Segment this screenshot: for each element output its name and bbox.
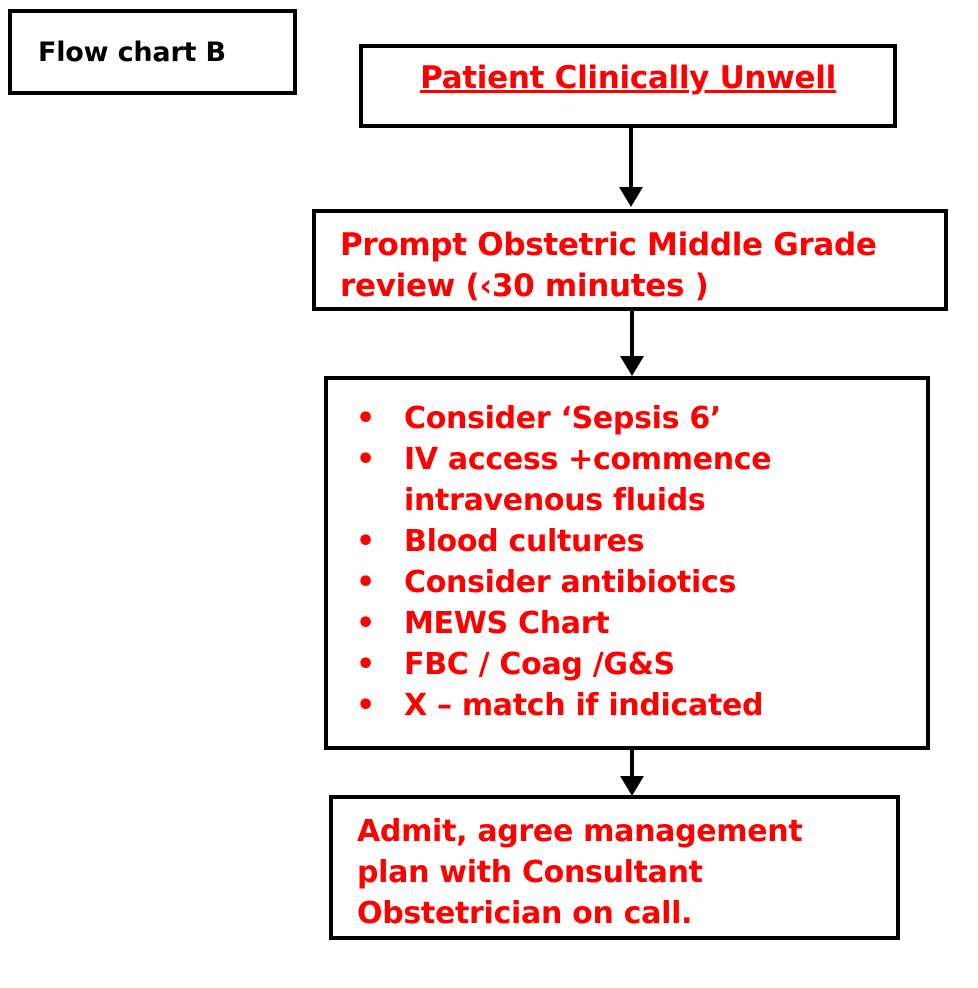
node-immediate-actions: • Consider ‘Sepsis 6’ • IV access +comme…	[324, 376, 930, 750]
node-prompt-obstetric-review: Prompt Obstetric Middle Grade review (‹3…	[312, 209, 948, 311]
bullet-icon: •	[356, 442, 375, 477]
list-item: • MEWS Chart	[328, 603, 924, 644]
list-item-label: MEWS Chart	[404, 606, 610, 641]
list-item: • Consider antibiotics	[328, 562, 924, 603]
bullet-icon: •	[356, 565, 375, 600]
list-item: • Consider ‘Sepsis 6’	[328, 398, 924, 439]
bullet-icon: •	[356, 647, 375, 682]
immediate-actions-list: • Consider ‘Sepsis 6’ • IV access +comme…	[328, 398, 926, 726]
arrow-head-down-icon	[619, 187, 643, 207]
list-item: • FBC / Coag /G&S	[328, 644, 924, 685]
node-prompt-obstetric-review-text: Prompt Obstetric Middle Grade review (‹3…	[340, 227, 877, 304]
arrow-shaft	[629, 128, 633, 190]
node-patient-clinically-unwell: Patient Clinically Unwell	[359, 44, 897, 128]
node-admit-management-plan: Admit, agree management plan with Consul…	[329, 795, 900, 940]
arrow-head-down-icon	[620, 356, 644, 376]
list-item-label: FBC / Coag /G&S	[404, 647, 675, 682]
arrow-shaft	[630, 311, 634, 358]
list-item-label: X – match if indicated	[404, 688, 764, 723]
list-item: • Blood cultures	[328, 521, 924, 562]
list-item-label: IV access +commence intravenous fluids	[404, 442, 772, 518]
arrow-shaft	[630, 750, 634, 779]
bullet-icon: •	[356, 401, 375, 436]
list-item-label: Consider antibiotics	[404, 565, 737, 600]
list-item-label: Consider ‘Sepsis 6’	[404, 401, 722, 436]
list-item: • X – match if indicated	[328, 685, 924, 726]
bullet-icon: •	[356, 524, 375, 559]
flowchart-label-box: Flow chart B	[8, 9, 297, 95]
list-item: • IV access +commence intravenous fluids	[328, 439, 924, 521]
node-admit-management-plan-text: Admit, agree management plan with Consul…	[357, 814, 803, 931]
bullet-icon: •	[356, 688, 375, 723]
bullet-icon: •	[356, 606, 375, 641]
list-item-label: Blood cultures	[404, 524, 645, 559]
node-patient-clinically-unwell-text: Patient Clinically Unwell	[420, 60, 836, 96]
flowchart-label-text: Flow chart B	[38, 36, 226, 68]
arrow-head-down-icon	[620, 776, 644, 796]
